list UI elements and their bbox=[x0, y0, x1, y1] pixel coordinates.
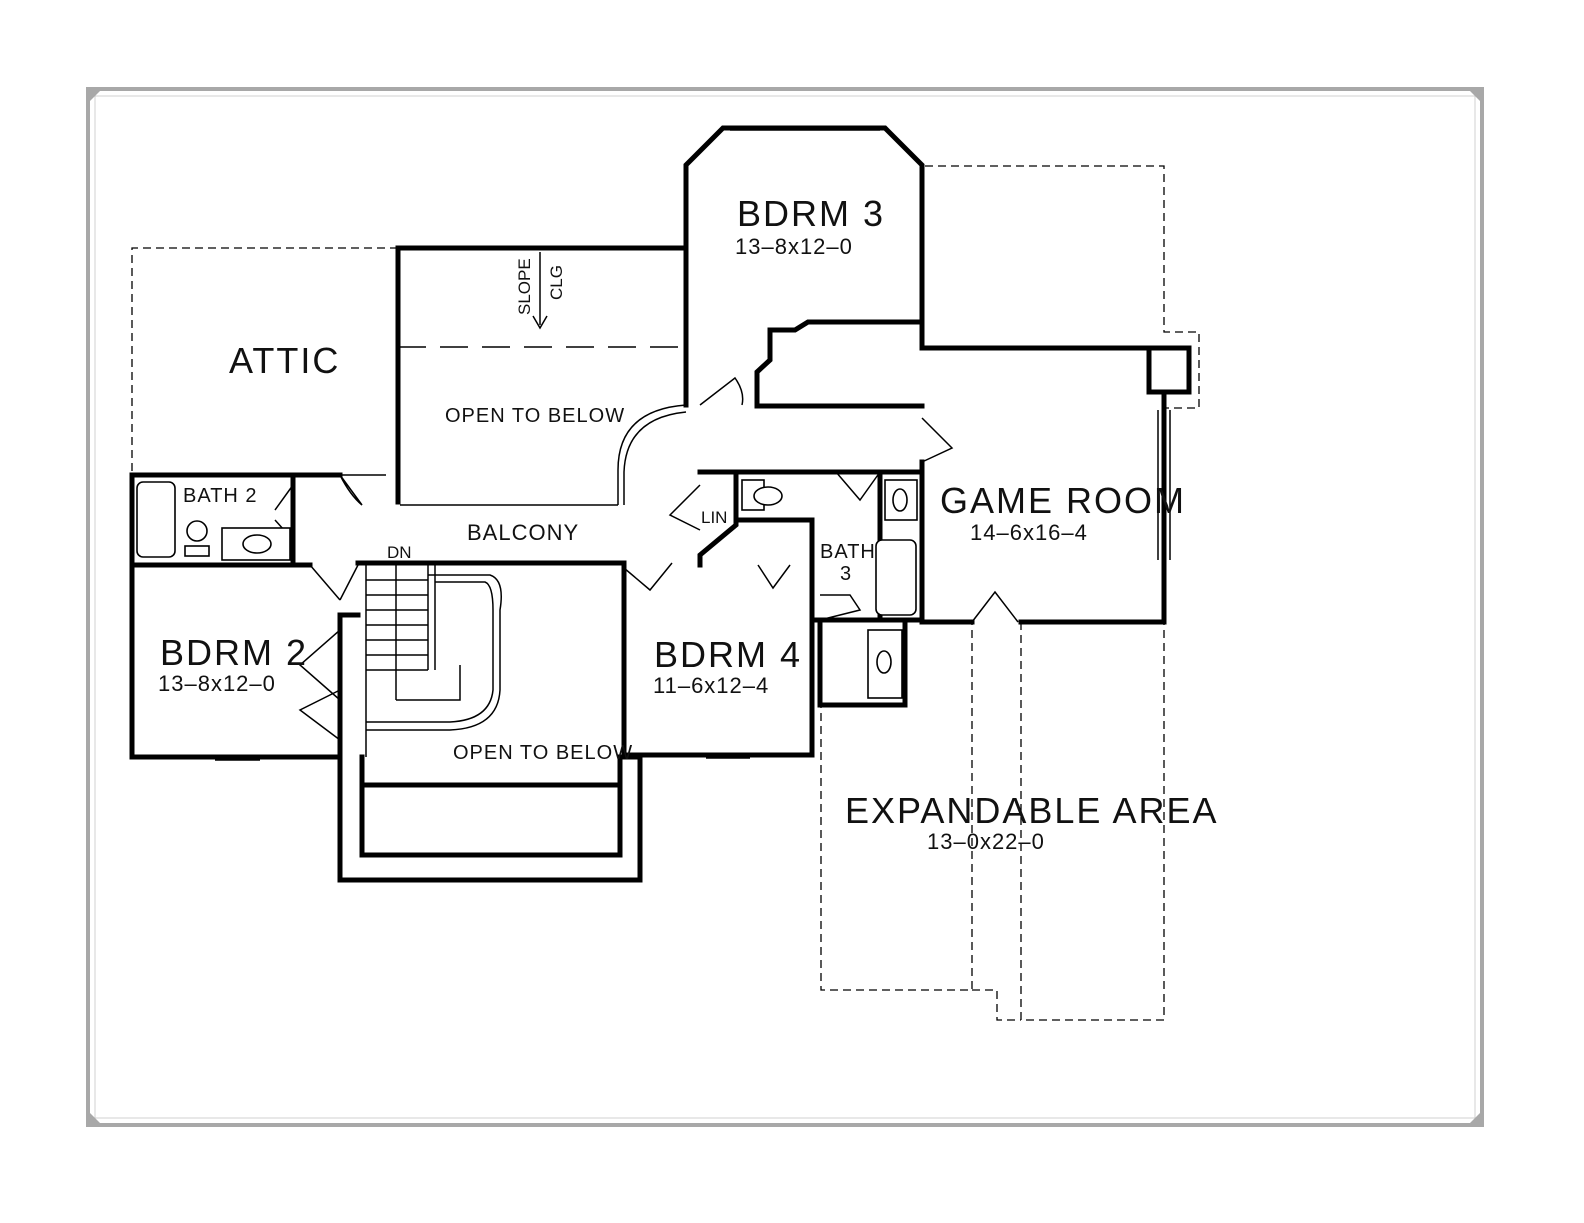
game-room-size: 14–6x16–4 bbox=[970, 520, 1088, 545]
bath3-label-line2: 3 bbox=[840, 563, 852, 585]
slope-label: SLOPE bbox=[515, 258, 534, 315]
expandable-area-size: 13–0x22–0 bbox=[927, 829, 1045, 854]
page-border bbox=[86, 87, 1484, 1127]
walls bbox=[129, 125, 1192, 883]
bdrm4-size: 11–6x12–4 bbox=[653, 673, 769, 698]
open-to-below-upper-label: OPEN TO BELOW bbox=[445, 405, 625, 427]
bdrm2-size: 13–8x12–0 bbox=[158, 671, 276, 696]
expandable-area-name: EXPANDABLE AREA bbox=[845, 790, 1218, 831]
bdrm3-size: 13–8x12–0 bbox=[735, 234, 853, 259]
dashed-outlines bbox=[131, 165, 1200, 1021]
balcony-label: BALCONY bbox=[467, 520, 579, 545]
bdrm4-name: BDRM 4 bbox=[654, 634, 802, 675]
attic-label: ATTIC bbox=[229, 340, 340, 381]
game-room-name: GAME ROOM bbox=[940, 480, 1186, 521]
bath2-label: BATH 2 bbox=[183, 485, 258, 507]
bath3-label-line1: BATH bbox=[820, 541, 876, 563]
clg-label: CLG bbox=[547, 265, 566, 300]
open-to-below-lower-label: OPEN TO BELOW bbox=[453, 742, 633, 764]
bdrm3-name: BDRM 3 bbox=[737, 193, 885, 234]
staircase bbox=[365, 562, 502, 757]
down-label: DN bbox=[387, 543, 412, 562]
slope-arrow bbox=[532, 252, 548, 330]
fixtures bbox=[136, 479, 918, 699]
detail-lines bbox=[215, 129, 1171, 761]
doors bbox=[274, 376, 1019, 741]
linen-label: LIN bbox=[701, 508, 727, 527]
bdrm2-name: BDRM 2 bbox=[160, 632, 308, 673]
